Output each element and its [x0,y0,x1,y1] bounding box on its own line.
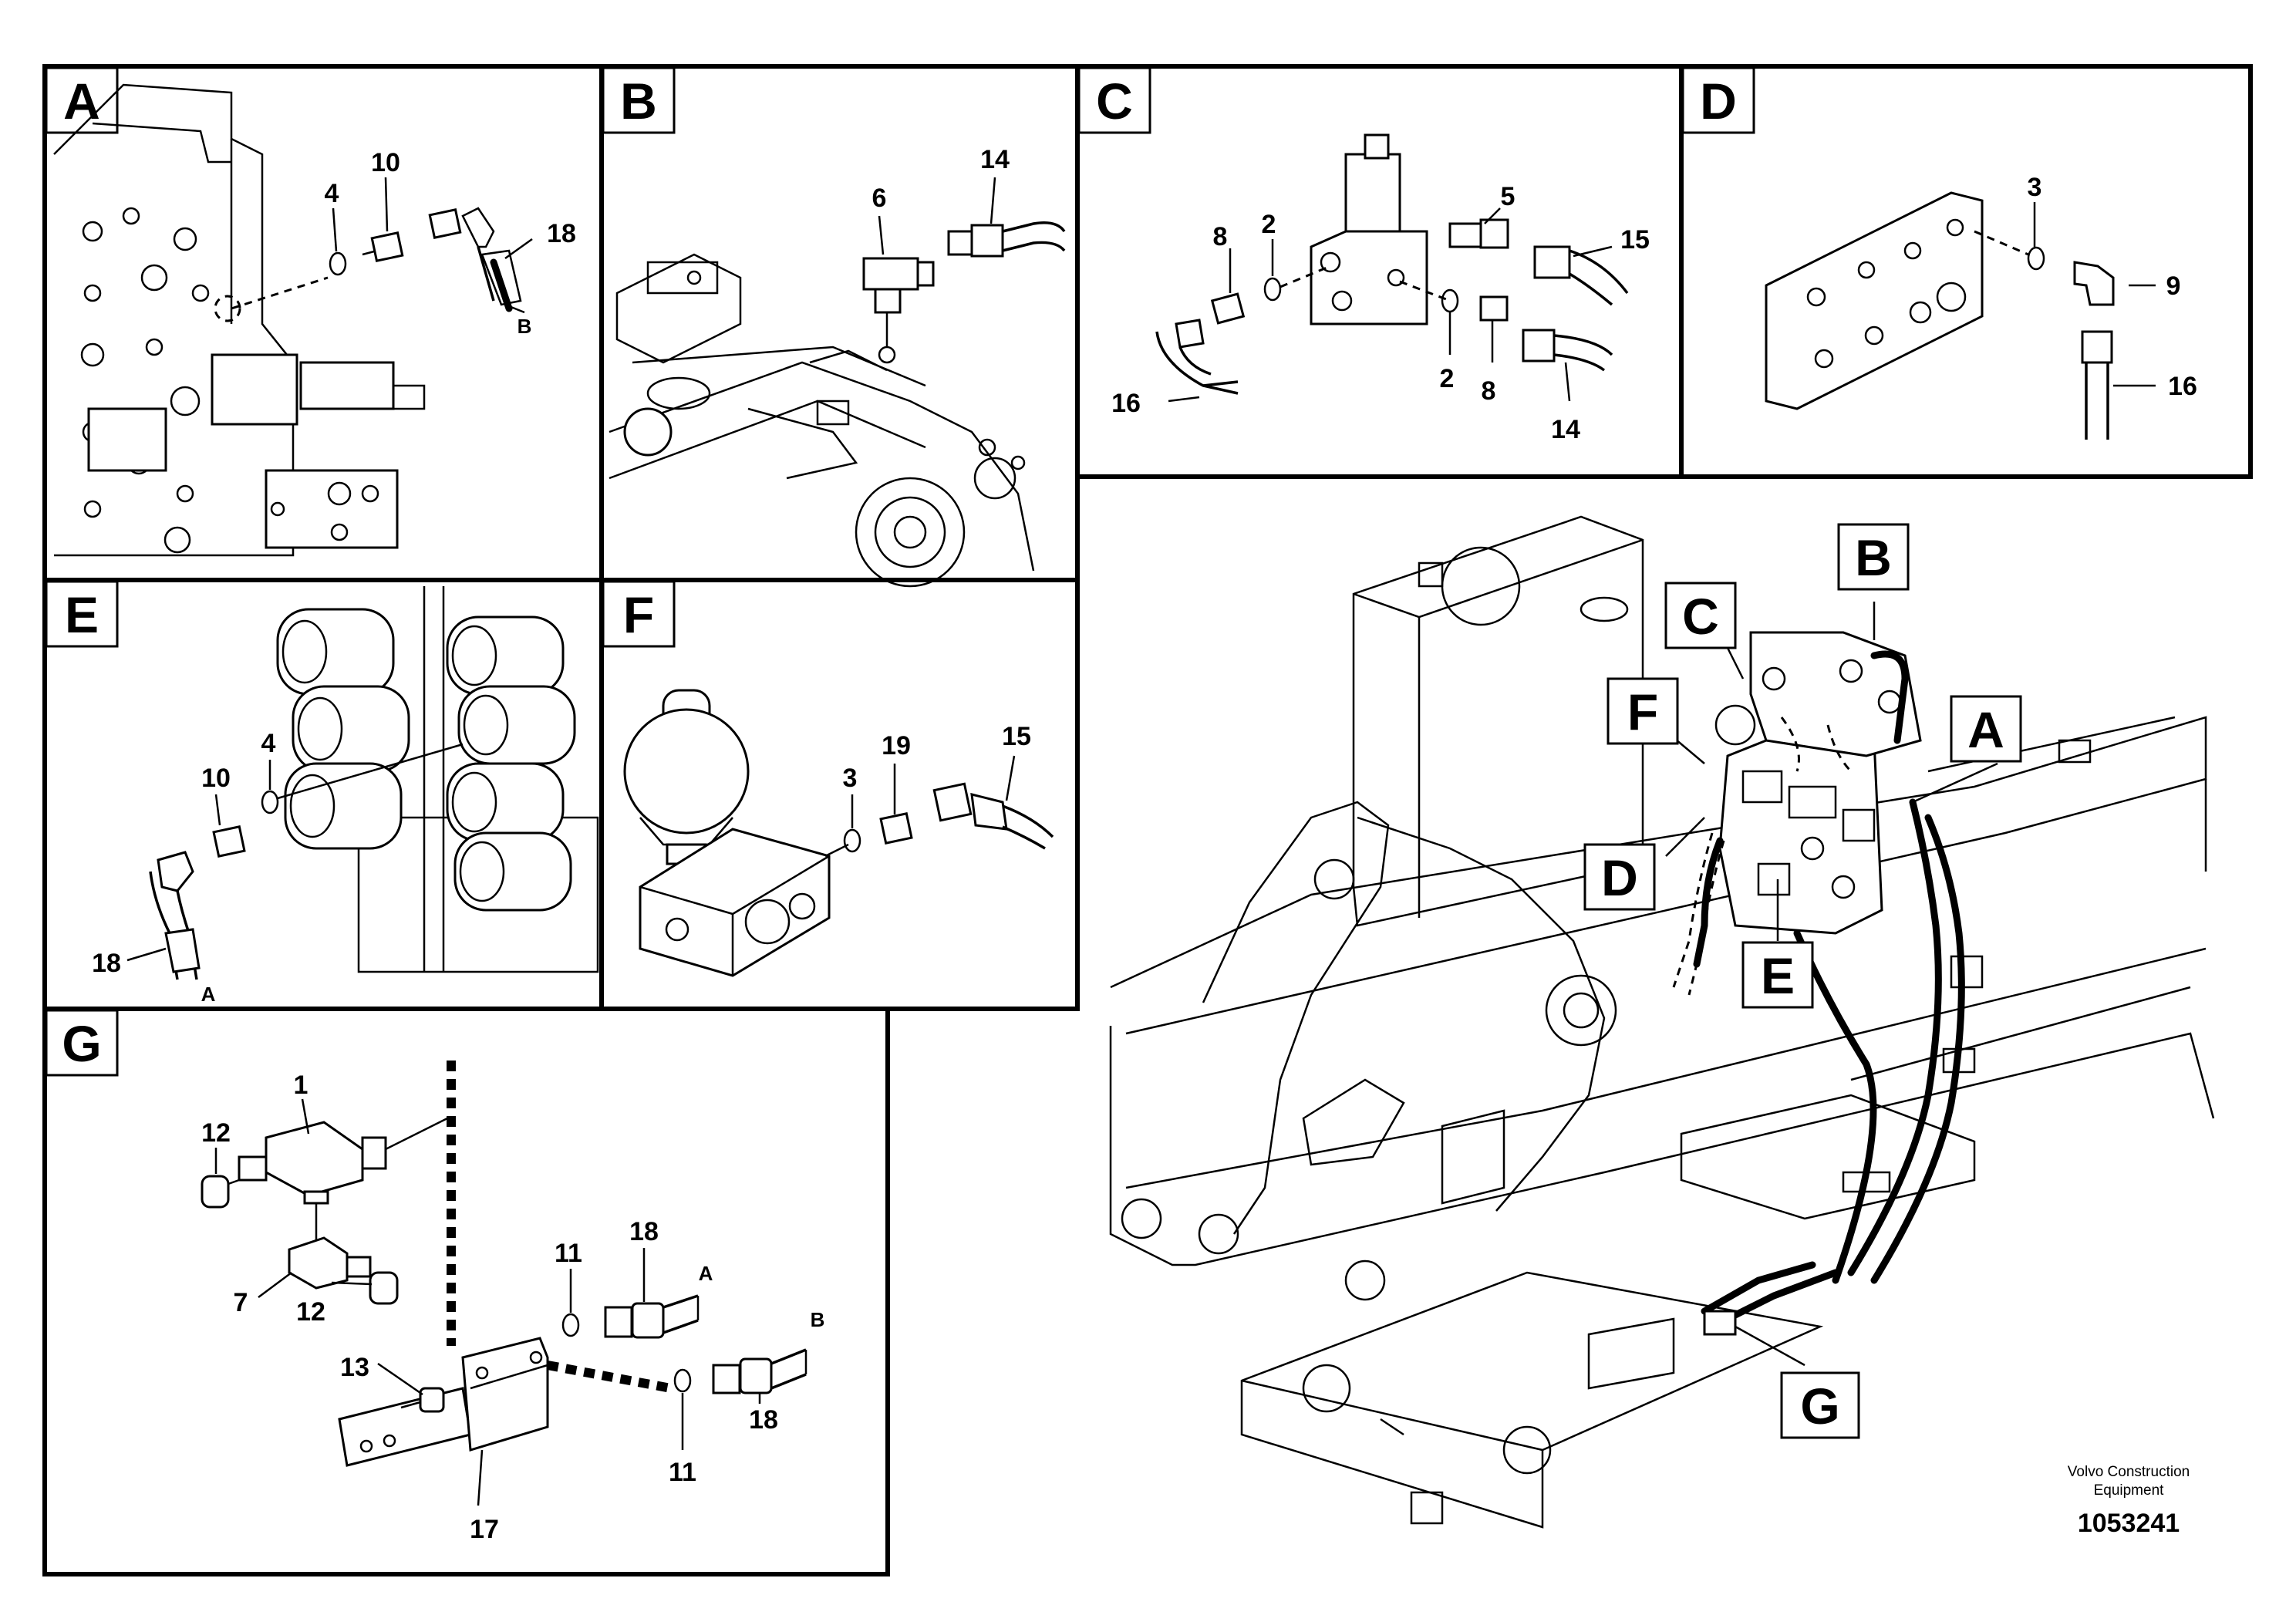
panel-f-callout-15: 15 [1002,722,1031,751]
panel-a: A [45,66,576,557]
panel-g-end-b: B [811,1308,825,1331]
overview-letter-c: C [1682,588,1719,645]
panel-g-callout-11b: 11 [669,1458,696,1487]
brand-line-2: Equipment [2094,1482,2165,1499]
overview-tag-f [1607,677,1679,745]
panel-b: B 6 14 [602,66,1066,588]
panel-c-callout-2: 2 [1262,210,1276,239]
panel-g: G [45,1009,825,1544]
drawing-part-number: 1053241 [2078,1509,2180,1538]
panel-d-callout-9: 9 [2166,271,2181,301]
overview-tag-b [1837,523,1910,591]
panel-c: C 8 2 [1077,66,1650,444]
panel-f-callout-3: 3 [843,764,858,793]
panel-a-callout-10: 10 [371,148,400,177]
footer: Volvo Construction Equipment 1053241 [2068,1464,2190,1538]
overview-letter-e: E [1761,947,1795,1004]
panel-g-callout-17: 17 [470,1515,499,1544]
panel-c-callout-5: 5 [1501,182,1515,211]
panel-b-tag [602,66,676,134]
panel-d-tag [1681,66,1755,134]
panel-a-end-b: B [518,315,532,338]
panel-f-letter: F [623,586,654,643]
overview-tag-c [1664,582,1737,649]
panel-c-callout-8: 8 [1213,222,1228,251]
panel-e-tag [45,580,119,648]
overview-tag-d [1583,843,1656,911]
overview-tag-a [1950,695,2022,763]
panel-f: F 3 19 15 [602,580,1054,977]
panel-c-callout-2b: 2 [1440,364,1455,393]
panel-c-callout-8b: 8 [1482,376,1496,406]
panel-g-callout-12: 12 [201,1118,231,1148]
panel-c-tag [1077,66,1151,134]
panel-b-letter: B [620,73,657,130]
panel-a-callout-18: 18 [547,219,576,248]
panel-d-letter: D [1700,73,1737,130]
panel-g-callout-11: 11 [555,1239,582,1268]
panel-frames [42,64,2253,1576]
overview-letter-d: D [1601,849,1638,906]
panel-g-callout-13: 13 [340,1353,369,1382]
panel-g-callout-18: 18 [629,1217,659,1246]
panel-d-callout-16: 16 [2168,372,2197,401]
panel-c-letter: C [1096,73,1133,130]
panel-d-callout-3: 3 [2028,173,2042,202]
overview-letter-b: B [1855,529,1892,586]
panel-g-end-a: A [699,1262,713,1285]
overview-drawing: B C F A D E G [1109,515,2215,1529]
panel-g-callout-12b: 12 [296,1297,325,1327]
brand-line-1: Volvo Construction [2068,1464,2190,1480]
overview-tag-g [1780,1371,1860,1439]
panel-d: D 3 9 16 [1681,66,2197,440]
overview-tag-e [1741,941,1814,1009]
panel-e-callout-4: 4 [261,729,276,758]
panel-e-callout-10: 10 [201,764,231,793]
panel-b-callout-6: 6 [872,184,887,213]
panel-a-callout-4: 4 [325,179,339,208]
panel-g-tag [45,1009,119,1077]
panel-a-letter: A [63,73,100,130]
panel-e-end-a: A [201,983,216,1006]
panel-e: E [45,580,599,1006]
panel-f-callout-19: 19 [882,731,911,760]
panel-g-letter: G [62,1015,101,1072]
panel-e-callout-18: 18 [92,949,121,978]
panel-g-callout-1: 1 [294,1071,308,1100]
panel-g-callout-18b: 18 [749,1405,778,1435]
panel-f-tag [602,580,676,648]
panel-e-letter: E [65,586,99,643]
panel-g-callout-7: 7 [234,1288,248,1317]
panel-c-callout-16: 16 [1111,389,1141,418]
overview-letter-g: G [1800,1378,1839,1435]
panel-a-tag [45,66,119,134]
panel-c-callout-15: 15 [1620,225,1650,255]
panel-c-callout-14: 14 [1551,415,1580,444]
overview-letter-f: F [1627,683,1658,740]
overview-letter-a: A [1967,701,2004,758]
panel-b-callout-14: 14 [980,145,1010,174]
